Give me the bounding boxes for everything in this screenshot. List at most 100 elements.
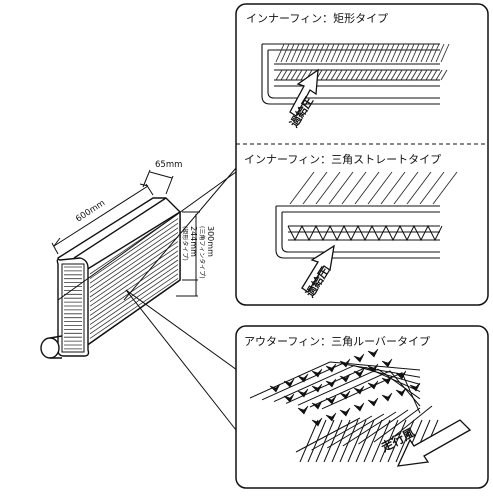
- louver-hatch-line: [339, 419, 359, 463]
- tri-fin-hatch-line: [341, 171, 367, 205]
- core-fin-line: [89, 259, 179, 321]
- rect-fin-hatch-line: [360, 69, 368, 81]
- core-fin-line: [89, 232, 179, 293]
- airflow-chevron: [311, 417, 323, 427]
- core-fin-line: [89, 222, 179, 284]
- louver-hatch-line: [395, 419, 415, 463]
- rect-fin-hatch-line: [365, 69, 373, 81]
- height-note-tri: (三角フィンタイプ): [198, 226, 206, 279]
- rect-fin-hatch-line: [375, 43, 385, 63]
- tri-fin-hatch-line: [328, 171, 354, 205]
- core-fin-line: [89, 268, 179, 330]
- rect-fin-hatch-line: [280, 43, 290, 63]
- tri-fin-zigzag: [287, 224, 443, 242]
- tri-fin-hatch-line: [315, 171, 341, 205]
- louver-lower-line: [342, 411, 397, 447]
- rect-fin-hatch-line: [280, 69, 288, 81]
- tri-fin-drawing: [275, 205, 440, 259]
- rect-fin-hatch-line: [315, 43, 325, 63]
- rect-fin-hatch-line: [420, 43, 430, 63]
- airflow-chevron: [297, 388, 309, 398]
- core-fin-line: [89, 255, 179, 316]
- airflow-chevron: [367, 397, 379, 407]
- core-fin-line: [89, 273, 179, 335]
- louver-band-line: [285, 366, 421, 404]
- airflow-chevron: [325, 395, 337, 405]
- rect-fin-hatch-line: [440, 43, 450, 63]
- rect-fin-hatch-line: [405, 69, 413, 81]
- airflow-chevron: [297, 405, 309, 415]
- rect-fin-hatch-line: [415, 69, 423, 81]
- rect-fin-hatch-line: [340, 43, 350, 63]
- airflow-chevron: [395, 370, 407, 380]
- dimension-lines: [51, 169, 200, 297]
- rect-fin-hatch-line: [365, 43, 375, 63]
- louver-lower-line: [326, 413, 385, 449]
- rect-fin-hatch-line: [370, 43, 380, 63]
- rect-fin-hatch-line: [375, 69, 383, 81]
- rect-fin-hatch-line: [285, 43, 295, 63]
- core-fin-line: [89, 264, 179, 325]
- rect-fin-hatch-line: [295, 43, 305, 63]
- rect-fin-hatch-line: [395, 69, 403, 81]
- airflow-chevron: [339, 407, 351, 417]
- rect-fin-hatch-line: [360, 43, 370, 63]
- louver-band-line: [309, 370, 421, 408]
- louver-airflow-arrows: [269, 348, 421, 427]
- airflow-chevron: [339, 358, 351, 368]
- rect-fin-hatch-line: [370, 69, 378, 81]
- depth-dimension-label: 65mm: [155, 160, 182, 170]
- rect-fin-hatch-line: [430, 69, 438, 81]
- inner-fin-panel-frame: [235, 3, 489, 306]
- rect-fin-hatch-line: [390, 43, 400, 63]
- rect-fin-hatch-line: [405, 43, 415, 63]
- core-fin-line: [89, 236, 179, 298]
- airflow-chevron: [283, 378, 295, 388]
- core-fin-line: [89, 245, 179, 307]
- rect-fin-hatch-line: [400, 43, 410, 63]
- rect-fin-hatch-line: [275, 69, 283, 81]
- inner-fin-tri-title: インナーフィン：三角ストレートタイプ: [244, 153, 441, 166]
- tri-fin-hatch-line: [432, 171, 458, 205]
- rect-fin-hatch-line: [435, 69, 443, 81]
- rect-fin-hatch-line: [285, 69, 293, 81]
- louver-band-line: [249, 361, 421, 399]
- rect-fin-hatch-line: [320, 43, 330, 63]
- louver-band-line: [273, 365, 421, 403]
- outer-fin-title: アウターフィン：三角ルーバータイプ: [244, 335, 430, 348]
- rect-fin-hatch-line: [330, 43, 340, 63]
- rect-fin-hatch-line: [320, 69, 328, 81]
- rect-fin-hatch-line: [345, 43, 355, 63]
- louver-hatch-line: [307, 419, 327, 463]
- rect-fin-hatch-line: [385, 43, 395, 63]
- tri-fin-hatch-line: [289, 171, 315, 205]
- airflow-chevron: [269, 383, 281, 393]
- rect-fin-hatch-line: [380, 43, 390, 63]
- rect-fin-hatch-line: [425, 69, 433, 81]
- rect-fin-hatch-line: [290, 43, 300, 63]
- airflow-chevron: [311, 368, 323, 378]
- louver-band-line: [261, 363, 421, 401]
- louver-hatch-line: [315, 419, 335, 463]
- airflow-chevron: [311, 383, 323, 393]
- rect-fin-hatch-line: [415, 43, 425, 63]
- airflow-chevron: [367, 380, 379, 390]
- tri-fin-zigzag-path: [287, 224, 443, 242]
- core-fin-line: [89, 227, 179, 289]
- rect-fin-hatch-line: [325, 69, 333, 81]
- airflow-chevron: [339, 373, 351, 383]
- rect-fin-hatch-line: [355, 43, 365, 63]
- louver-hatch-line: [379, 419, 399, 463]
- airflow-chevron: [297, 373, 309, 383]
- louver-lower-line: [311, 415, 373, 451]
- rect-fin-hatch-line: [440, 69, 448, 81]
- louver-hatch-line: [371, 419, 391, 463]
- rect-fin-hatch-line: [325, 43, 335, 63]
- tri-fin-hatch-line: [302, 171, 328, 205]
- rect-fin-hatching: [275, 43, 450, 81]
- louver-hatch-line: [331, 419, 351, 463]
- rect-fin-drawing: [261, 43, 440, 105]
- rect-fin-hatch-line: [380, 69, 388, 81]
